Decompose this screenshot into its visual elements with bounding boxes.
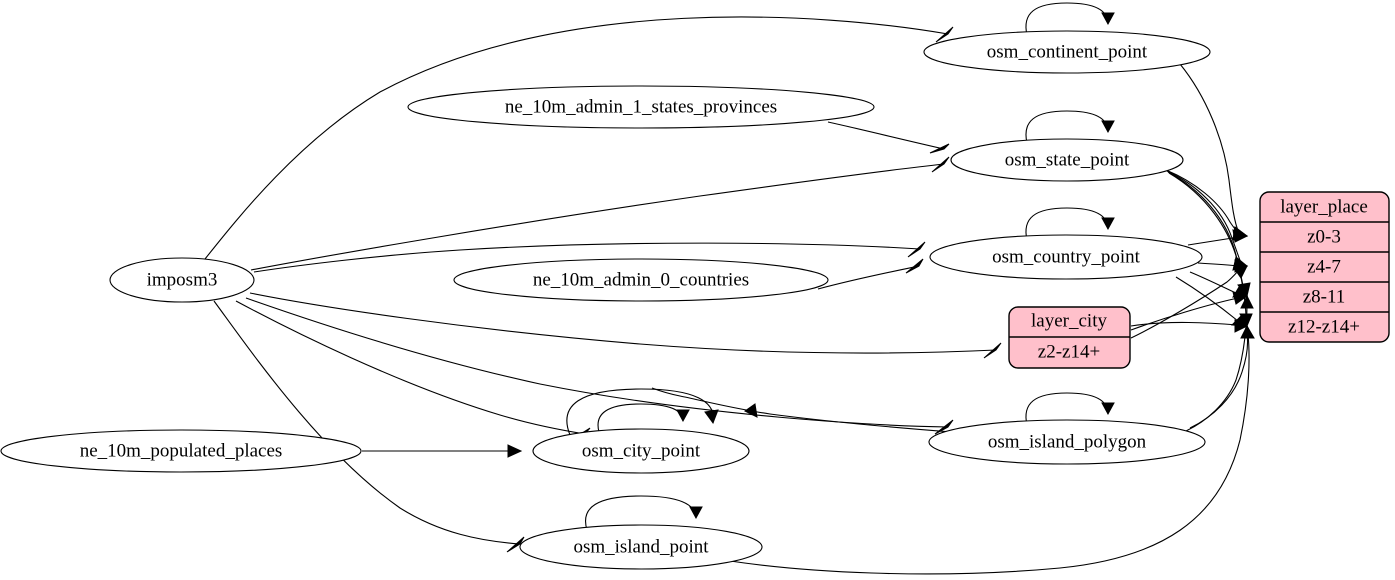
edge-ne_10m_admin_0_countries-to-osm_country_point: [817, 258, 924, 290]
node-ne_10m_admin_0_countries[interactable]: ne_10m_admin_0_countries: [453, 258, 829, 302]
node-label-osm_island_polygon: osm_island_polygon: [988, 431, 1147, 452]
node-imposm3[interactable]: imposm3: [109, 257, 255, 303]
layer_place-row-z12-z14plus[interactable]: z12-z14+: [1288, 316, 1360, 337]
edge-osm_country_point-to-layer_place-z0-3: [1187, 229, 1249, 246]
node-label-ne_10m_admin_1_states_provinces: ne_10m_admin_1_states_provinces: [505, 96, 777, 117]
node-osm_state_point[interactable]: osm_state_point: [950, 138, 1184, 182]
edge-osm_island_polygon-to-layer_place-z12-z14+: [1189, 324, 1254, 429]
node-label-ne_10m_admin_0_countries: ne_10m_admin_0_countries: [533, 269, 749, 290]
edge-osm_continent_point-to-layer_place-z0-3: [1179, 63, 1249, 241]
edge-self-osm_state_point: [1025, 110, 1115, 144]
edge-ne_10m_populated_places-to-osm_city_point: [362, 444, 523, 458]
edge-osm_state_point-to-layer_place-z0-3: [1165, 169, 1249, 241]
edge-self-osm_continent_point: [1025, 2, 1115, 36]
edge-imposm3-to-osm_country_point: [253, 241, 926, 273]
edge-layer_city-to-layer_place-z8-11: [1130, 291, 1249, 331]
edge-imposm3-to-layer_city: [249, 292, 1002, 359]
edge-self-osm_city_point-outer: [566, 388, 719, 436]
node-label-osm_city_point: osm_city_point: [582, 440, 701, 461]
node-label-osm_state_point: osm_state_point: [1005, 149, 1130, 170]
layer_place-row-z8-11[interactable]: z8-11: [1303, 286, 1346, 307]
node-osm_island_point[interactable]: osm_island_point: [519, 524, 763, 570]
node-ne_10m_populated_places[interactable]: ne_10m_populated_places: [0, 429, 362, 473]
edge-self-osm_island_point: [585, 495, 703, 531]
node-ne_10m_admin_1_states_provinces[interactable]: ne_10m_admin_1_states_provinces: [407, 85, 875, 129]
node-osm_island_polygon[interactable]: osm_island_polygon: [928, 419, 1206, 465]
edge-imposm3-to-osm_island_polygon: [245, 297, 954, 435]
edge-self-osm_island_polygon: [1025, 392, 1115, 426]
edge-imposm3-to-osm_city_point: [235, 300, 591, 441]
node-osm_country_point[interactable]: osm_country_point: [929, 234, 1203, 280]
node-layer_city[interactable]: layer_city z2-z14+: [1008, 306, 1131, 369]
edge-osm_island_polygon-to-osm_city_point: [651, 387, 953, 433]
edge-imposm3-to-osm_continent_point: [204, 16, 954, 260]
edge-ne_10m_admin_1_states_provinces-to-osm_state_point: [827, 121, 950, 154]
layer_place-row-z4-7[interactable]: z4-7: [1307, 256, 1341, 277]
edge-self-osm_city_point-inner: [597, 403, 690, 433]
node-label-osm_continent_point: osm_continent_point: [987, 41, 1148, 62]
node-label-osm_island_point: osm_island_point: [573, 536, 709, 557]
edge-layer_city-to-layer_place-z4-7: [1130, 265, 1248, 339]
edge-layer_city-to-layer_place-z12-z14+: [1130, 319, 1249, 333]
node-label-imposm3: imposm3: [147, 269, 218, 290]
node-label-ne_10m_populated_places: ne_10m_populated_places: [80, 440, 283, 461]
edge-self-osm_country_point: [1025, 207, 1115, 241]
edge-imposm3-to-osm_island_point: [213, 300, 525, 553]
layer_city-title: layer_city: [1031, 310, 1107, 331]
layer_city-row-z2-z14plus[interactable]: z2-z14+: [1038, 341, 1100, 362]
node-layer_place[interactable]: layer_place z0-3 z4-7 z8-11 z12-z14+: [1259, 191, 1390, 343]
node-label-osm_country_point: osm_country_point: [992, 246, 1140, 267]
node-osm_city_point[interactable]: osm_city_point: [532, 428, 750, 474]
edge-osm_island_point-to-layer_place-z12-z14+: [723, 324, 1255, 575]
layer_place-row-z0-3[interactable]: z0-3: [1307, 226, 1341, 247]
node-osm_continent_point[interactable]: osm_continent_point: [923, 30, 1211, 74]
layer_place-title: layer_place: [1280, 196, 1368, 217]
edge-imposm3-to-osm_state_point: [250, 156, 950, 271]
